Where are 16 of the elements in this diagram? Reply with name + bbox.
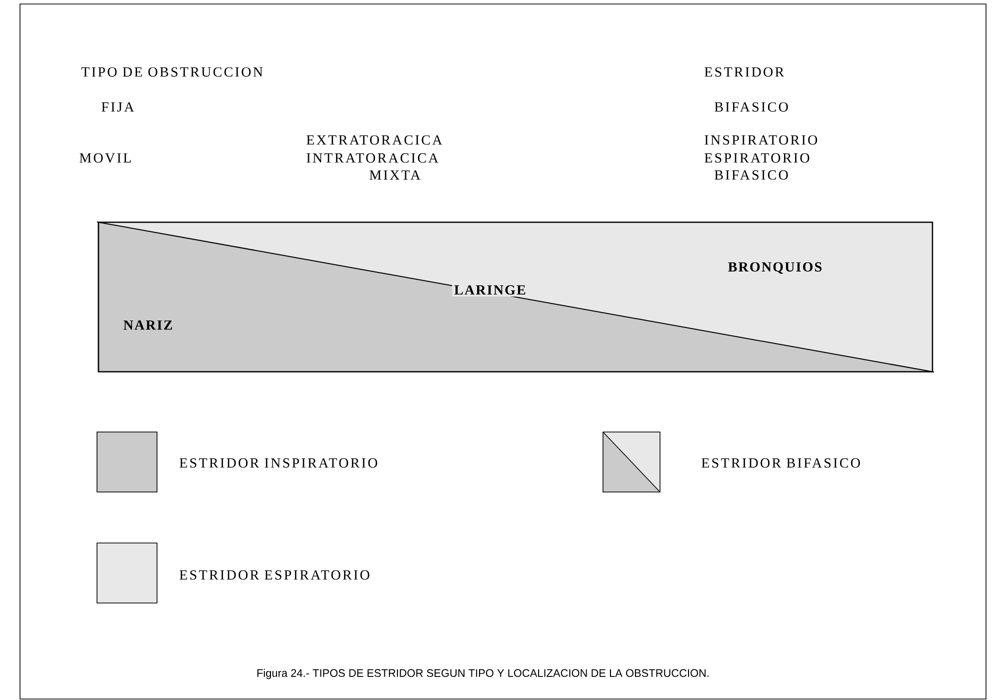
caption: Figura 24.- TIPOS DE ESTRIDOR SEGUN TIPO Y LOCALIZACION DE LA OBSTRUCCION.: [257, 668, 709, 680]
legend-text: ESTRIDOR BIFASICO: [702, 458, 860, 468]
legend-text: ESTRIDOR ESPIRATORIO: [180, 570, 370, 580]
heading-text: INTRATORACICA: [306, 153, 438, 163]
heading-text: BIFASICO: [714, 170, 788, 180]
heading-text: TIPO DE OBSTRUCCION: [81, 67, 263, 77]
heading-text: MOVIL: [80, 153, 131, 163]
heading-text: ESTRIDOR: [704, 67, 784, 77]
region-diagram: BRONQUIOS LARINGE NARIZ: [96, 222, 934, 372]
heading-text: BIFASICO: [714, 102, 788, 112]
heading-text: INSPIRATORIO: [704, 135, 818, 145]
heading-text: FIJA: [102, 102, 134, 112]
legend-text: ESTRIDOR INSPIRATORIO: [180, 458, 378, 468]
heading-text: ESPIRATORIO: [704, 153, 810, 163]
heading-text: MIXTA: [370, 170, 420, 180]
heading-text: EXTRATORACICA: [306, 135, 442, 145]
